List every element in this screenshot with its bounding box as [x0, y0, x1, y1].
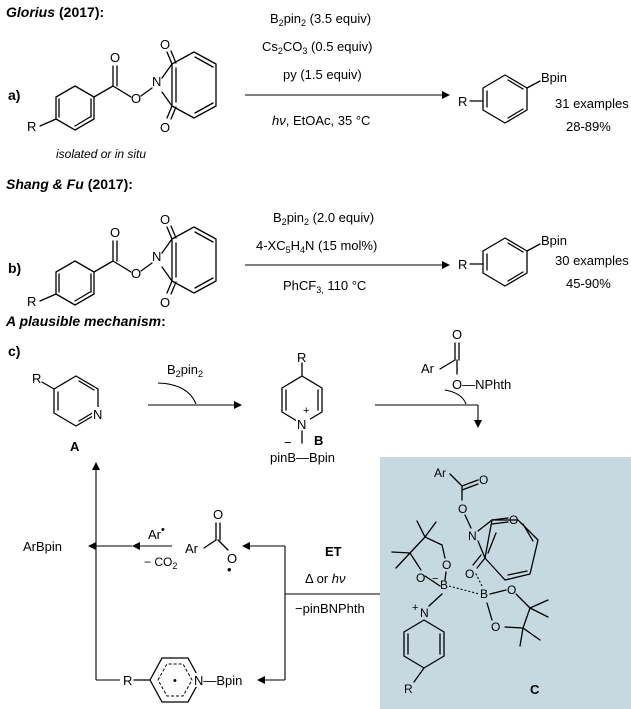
svg-text:N: N [297, 417, 306, 432]
svg-text:O: O [110, 50, 120, 65]
header-b: Shang & Fu(2017): [6, 176, 133, 192]
svg-text:R: R [27, 294, 36, 309]
svg-text:•: • [227, 562, 232, 577]
reagent-b1: B2pin2 (2.0 equiv) [273, 210, 374, 227]
svg-text:B: B [440, 578, 448, 592]
label-C: C [530, 682, 540, 697]
aryl-radical: Ar• [148, 524, 165, 542]
svg-text:R: R [27, 119, 36, 134]
svg-text:+: + [412, 602, 418, 614]
svg-text:O: O [160, 295, 170, 310]
svg-text:−: − [284, 435, 292, 450]
svg-text:Ar: Ar [434, 466, 446, 480]
svg-text:R: R [123, 673, 132, 688]
svg-text:O: O [479, 473, 488, 487]
header-c: A plausible mechanism: [5, 313, 166, 329]
svg-text:O: O [507, 583, 516, 597]
pyridinyl-radical-d: R • N—Bpin [123, 657, 242, 703]
label-b: b) [8, 260, 21, 276]
svg-text:R: R [458, 94, 467, 109]
label-c: c) [8, 343, 20, 359]
examples-b: 30 examples [555, 253, 629, 268]
reagent-a2: Cs2CO3 (0.5 equiv) [262, 39, 372, 56]
svg-text:O: O [491, 620, 500, 634]
svg-text:O—NPhth: O—NPhth [452, 377, 511, 392]
svg-text:pinB—Bpin: pinB—Bpin [270, 450, 335, 465]
svg-text:R: R [458, 257, 467, 272]
et-label: ET [325, 544, 342, 559]
co2-loss: − CO2 [144, 555, 177, 571]
label-A: A [70, 439, 80, 454]
svg-text:+: + [303, 405, 309, 417]
svg-text:O: O [160, 37, 170, 52]
note-isolated: isolated or in situ [56, 147, 146, 161]
svg-text:O: O [458, 502, 467, 516]
svg-text:O: O [442, 558, 451, 572]
delta-hv: Δ or hν [305, 571, 346, 586]
product-b: Bpin R [458, 233, 567, 287]
svg-text:N—Bpin: N—Bpin [194, 673, 242, 688]
substrate-a: R O O N O O [27, 37, 217, 135]
svg-text:Bpin: Bpin [541, 233, 567, 248]
yield-b: 45-90% [566, 276, 611, 291]
substrate-b: R O O N O O [27, 212, 217, 310]
svg-text:N: N [152, 74, 161, 89]
condition-a: hν, EtOAc, 35 °C [272, 113, 370, 128]
svg-text:O: O [213, 507, 223, 522]
yield-a: 28-89% [566, 119, 611, 134]
arbpin-product: ArBpin [23, 539, 62, 554]
intermediate-b: R N + − pinB—Bpin [270, 350, 335, 465]
svg-text:•: • [173, 675, 177, 687]
svg-text:N: N [420, 606, 429, 620]
examples-a: 31 examples [555, 96, 629, 111]
svg-text:O: O [465, 567, 474, 581]
svg-text:B: B [480, 587, 488, 601]
condition-b: PhCF3, 110 °C [283, 278, 366, 295]
svg-text:O: O [131, 91, 141, 106]
acyloxy-radical: Ar O O • [185, 507, 237, 577]
svg-text:O: O [160, 212, 170, 227]
svg-text:O: O [110, 225, 120, 240]
product-a: Bpin R [458, 70, 567, 124]
reagent-b2: 4-XC5H4N (15 mol%) [256, 238, 377, 255]
reagent-a3: py (1.5 equiv) [283, 67, 362, 82]
label-B: B [314, 433, 323, 448]
pinbnphth: −pinBNPhth [295, 601, 365, 616]
svg-text:N: N [93, 407, 102, 422]
svg-text:R: R [297, 350, 306, 365]
ester-reagent: Ar O O—NPhth [421, 327, 511, 392]
svg-text:O: O [160, 120, 170, 135]
svg-text:R: R [32, 371, 41, 386]
svg-text:O: O [227, 551, 237, 566]
header-a: Glorius(2017): [6, 4, 104, 20]
svg-text:Ar: Ar [185, 541, 199, 556]
svg-text:O: O [416, 571, 425, 585]
svg-text:−: − [432, 573, 438, 585]
svg-text:Ar: Ar [421, 361, 435, 376]
reagent-a1: B2pin2 (3.5 equiv) [270, 11, 371, 28]
svg-text:O: O [131, 266, 141, 281]
intermediate-c: Ar O O N O O B − B O O [391, 466, 549, 696]
svg-text:N: N [152, 249, 161, 264]
pyridine-a: N R [32, 371, 106, 427]
svg-text:R: R [404, 682, 413, 696]
label-a: a) [8, 87, 20, 103]
svg-text:Bpin: Bpin [541, 70, 567, 85]
svg-text:O: O [452, 327, 462, 342]
svg-text:N: N [468, 529, 477, 543]
b2pin2-label: B2pin2 [167, 362, 203, 379]
